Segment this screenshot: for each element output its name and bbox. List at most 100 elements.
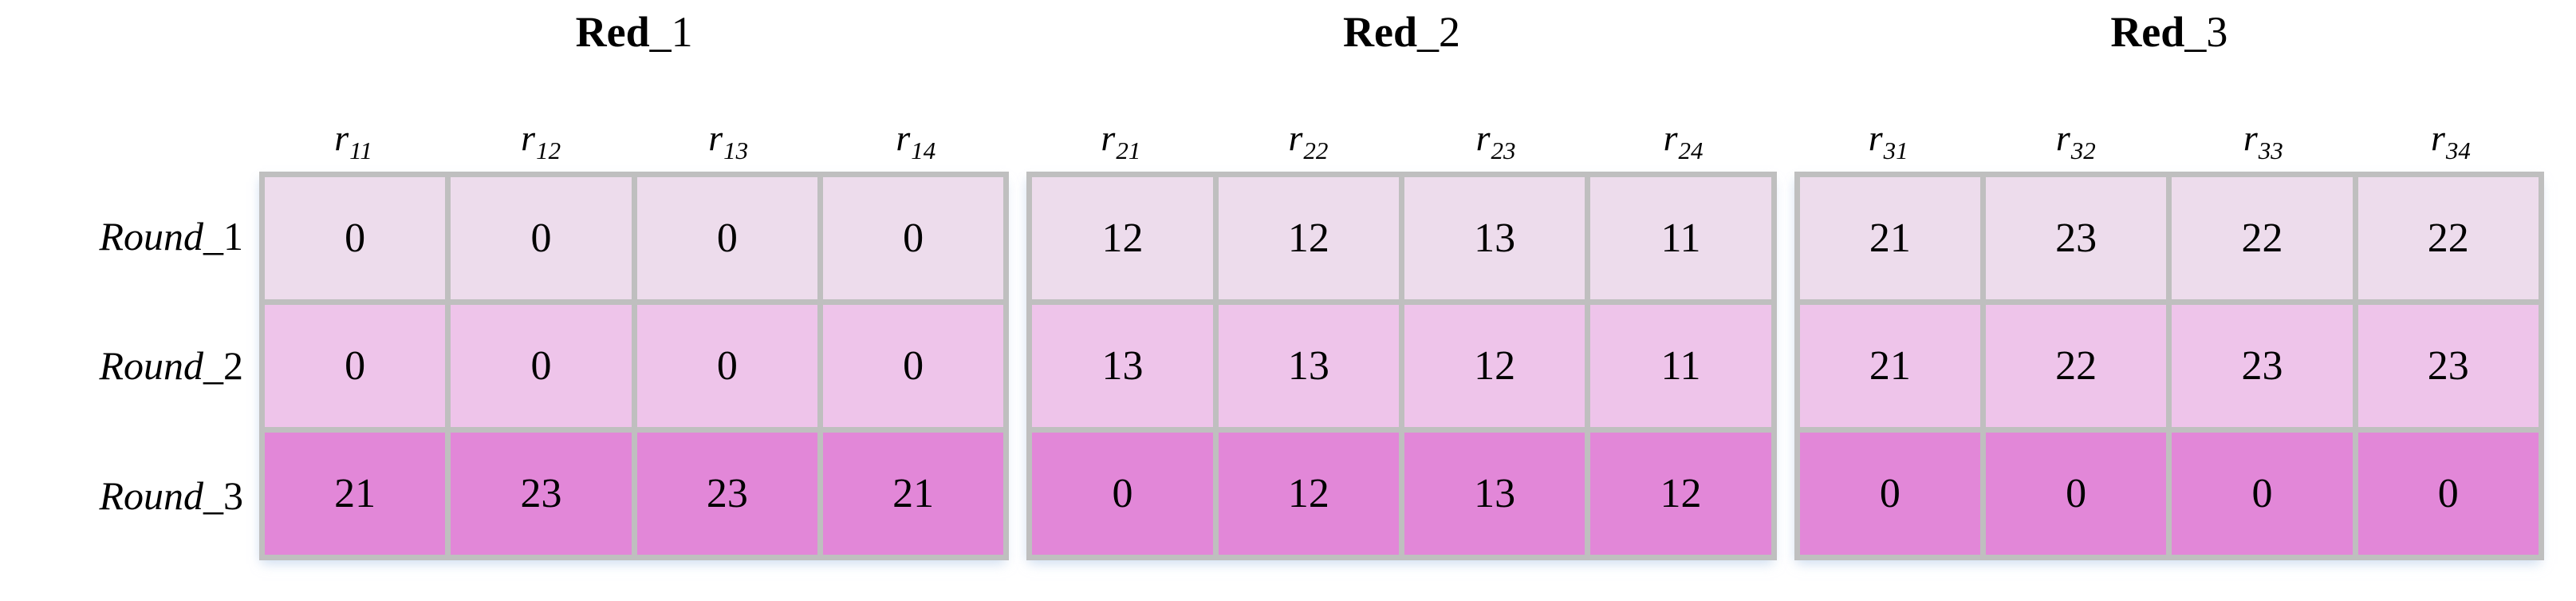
group-title-word: Red bbox=[575, 8, 650, 56]
cell-r21-round2: 13 bbox=[1032, 305, 1213, 427]
cell-r33-round3: 0 bbox=[2172, 433, 2353, 555]
column-label-base: r bbox=[521, 117, 536, 158]
cell-r11-round1: 0 bbox=[265, 177, 446, 299]
column-label-base: r bbox=[2243, 117, 2258, 158]
group-title-red-3: Red_3 bbox=[1794, 8, 2544, 62]
row-label-index: _2 bbox=[203, 343, 243, 389]
group-title-index: _1 bbox=[649, 8, 693, 56]
table-row: 21 23 22 22 bbox=[1799, 177, 2539, 299]
column-label-subscript: 21 bbox=[1116, 136, 1141, 164]
cell-r13-round1: 0 bbox=[636, 177, 817, 299]
column-label-base: r bbox=[2430, 117, 2445, 158]
column-label-base: r bbox=[1868, 117, 1883, 158]
column-label-r13: r13 bbox=[634, 65, 821, 165]
cell-r34-round3: 0 bbox=[2357, 433, 2539, 555]
column-label-base: r bbox=[1288, 117, 1303, 158]
column-label-subscript: 31 bbox=[1883, 136, 1908, 164]
row-label-round-3: Round_3 bbox=[32, 431, 251, 560]
cell-r11-round3: 21 bbox=[265, 433, 446, 555]
cell-r22-round2: 13 bbox=[1218, 305, 1399, 427]
cell-r14-round2: 0 bbox=[822, 305, 1004, 427]
cell-r22-round1: 12 bbox=[1218, 177, 1399, 299]
column-label-r24: r24 bbox=[1589, 65, 1777, 165]
row-label-index: _3 bbox=[203, 472, 243, 518]
column-label-base: r bbox=[2055, 117, 2070, 158]
column-label-base: r bbox=[334, 117, 349, 158]
row-label-index: _1 bbox=[203, 214, 243, 259]
table-row: 13 13 12 11 bbox=[1032, 305, 1771, 427]
cell-r12-round2: 0 bbox=[451, 305, 632, 427]
cell-r24-round1: 11 bbox=[1590, 177, 1771, 299]
table-row: 0 0 0 0 bbox=[265, 305, 1004, 427]
row-label-round-1: Round_1 bbox=[32, 172, 251, 301]
row-label-word: Round bbox=[99, 472, 203, 518]
cell-r21-round3: 0 bbox=[1032, 433, 1213, 555]
group-table-red-3: 21 23 22 22 21 22 23 23 0 0 0 0 bbox=[1794, 172, 2544, 560]
column-label-base: r bbox=[1663, 117, 1678, 158]
data-grid: 0 0 0 0 0 0 0 0 21 23 23 21 12 12 1 bbox=[259, 172, 2544, 560]
column-label-group-red-3: r31 r32 r33 r34 bbox=[1794, 65, 2544, 165]
cell-r31-round3: 0 bbox=[1799, 433, 1980, 555]
row-label-word: Round bbox=[99, 343, 203, 389]
column-label-subscript: 13 bbox=[723, 136, 749, 164]
column-label-r12: r12 bbox=[447, 65, 634, 165]
column-label-subscript: 23 bbox=[1491, 136, 1516, 164]
cell-r31-round1: 21 bbox=[1799, 177, 1980, 299]
column-label-r11: r11 bbox=[259, 65, 447, 165]
group-title-word: Red bbox=[1342, 8, 1417, 56]
column-label-subscript: 11 bbox=[349, 136, 372, 164]
column-label-r23: r23 bbox=[1401, 65, 1589, 165]
cell-r13-round2: 0 bbox=[636, 305, 817, 427]
row-label-column: Round_1 Round_2 Round_3 bbox=[32, 172, 251, 560]
column-label-subscript: 22 bbox=[1303, 136, 1329, 164]
column-label-r31: r31 bbox=[1794, 65, 1982, 165]
cell-r23-round1: 13 bbox=[1404, 177, 1585, 299]
table-row: 12 12 13 11 bbox=[1032, 177, 1771, 299]
cell-r13-round3: 23 bbox=[636, 433, 817, 555]
group-title-red-1: Red_1 bbox=[259, 8, 1009, 62]
group-title-index: _2 bbox=[1416, 8, 1460, 56]
row-label-word: Round bbox=[99, 214, 203, 259]
column-label-r32: r32 bbox=[1982, 65, 2169, 165]
column-label-subscript: 34 bbox=[2445, 136, 2471, 164]
cell-r32-round2: 22 bbox=[1985, 305, 2167, 427]
cell-r31-round2: 21 bbox=[1799, 305, 1980, 427]
column-label-r33: r33 bbox=[2169, 65, 2357, 165]
cell-r12-round3: 23 bbox=[451, 433, 632, 555]
cell-r34-round1: 22 bbox=[2357, 177, 2539, 299]
cell-r12-round1: 0 bbox=[451, 177, 632, 299]
column-label-r34: r34 bbox=[2357, 65, 2544, 165]
group-title-index: _3 bbox=[2184, 8, 2228, 56]
column-label-base: r bbox=[1101, 117, 1116, 158]
column-label-base: r bbox=[708, 117, 723, 158]
cell-r34-round2: 23 bbox=[2357, 305, 2539, 427]
column-label-subscript: 32 bbox=[2070, 136, 2096, 164]
group-title-row: Red_1 Red_2 Red_3 bbox=[259, 8, 2544, 62]
cell-r24-round2: 11 bbox=[1590, 305, 1771, 427]
cell-r33-round2: 23 bbox=[2172, 305, 2353, 427]
table-row: 0 0 0 0 bbox=[1799, 433, 2539, 555]
cell-r11-round2: 0 bbox=[265, 305, 446, 427]
cell-r23-round3: 13 bbox=[1404, 433, 1585, 555]
column-label-r21: r21 bbox=[1026, 65, 1214, 165]
group-table-red-2: 12 12 13 11 13 13 12 11 0 12 13 12 bbox=[1026, 172, 1777, 560]
column-label-group-red-2: r21 r22 r23 r24 bbox=[1026, 65, 1776, 165]
column-label-base: r bbox=[896, 117, 911, 158]
group-table-red-1: 0 0 0 0 0 0 0 0 21 23 23 21 bbox=[259, 172, 1010, 560]
cell-r21-round1: 12 bbox=[1032, 177, 1213, 299]
cell-r32-round3: 0 bbox=[1985, 433, 2167, 555]
column-label-r14: r14 bbox=[821, 65, 1009, 165]
column-label-r22: r22 bbox=[1214, 65, 1401, 165]
column-label-row: r11 r12 r13 r14 r21 r22 r23 r24 bbox=[259, 65, 2544, 165]
table-row: 21 23 23 21 bbox=[265, 433, 1004, 555]
column-label-base: r bbox=[1475, 117, 1491, 158]
table-row: 0 0 0 0 bbox=[265, 177, 1004, 299]
column-label-subscript: 33 bbox=[2258, 136, 2283, 164]
cell-r14-round3: 21 bbox=[822, 433, 1004, 555]
cell-r22-round3: 12 bbox=[1218, 433, 1399, 555]
cell-r23-round2: 12 bbox=[1404, 305, 1585, 427]
column-label-subscript: 24 bbox=[1678, 136, 1704, 164]
group-title-red-2: Red_2 bbox=[1026, 8, 1776, 62]
cell-r32-round1: 23 bbox=[1985, 177, 2167, 299]
